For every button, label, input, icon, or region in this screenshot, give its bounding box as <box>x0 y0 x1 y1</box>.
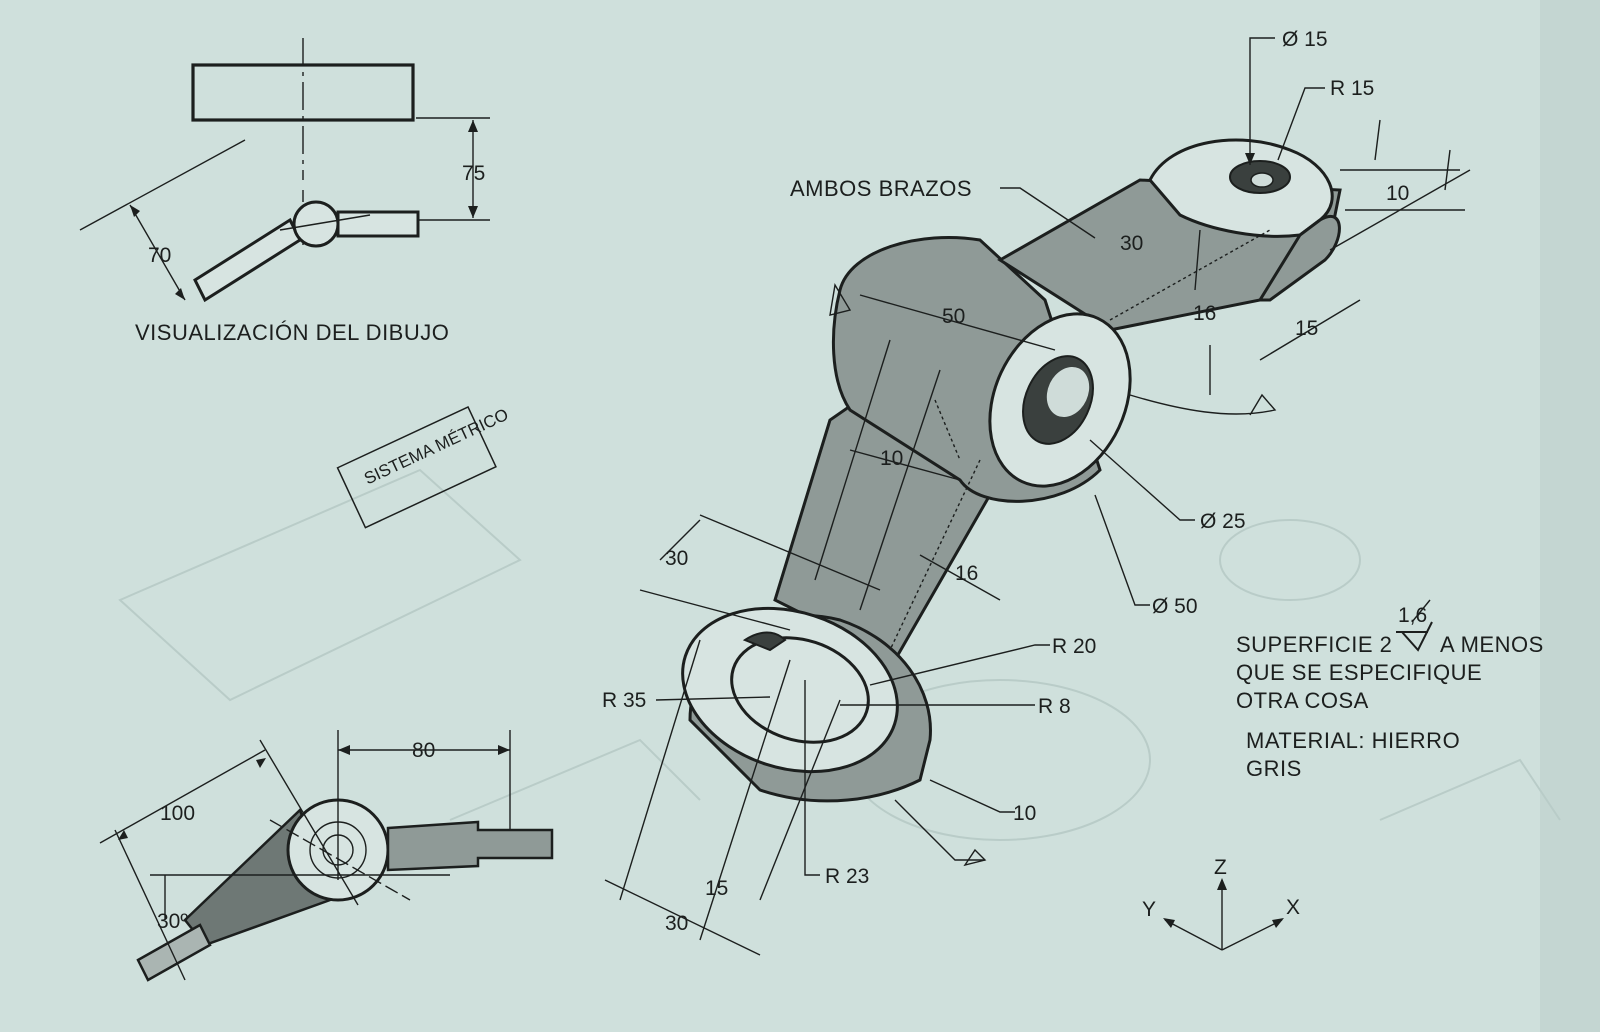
dim-16-top: 16 <box>1193 302 1216 325</box>
main-dimensions: Ø 15 R 15 10 AMBOS BRAZOS 30 16 15 50 10… <box>602 28 1471 956</box>
material-line-2: GRIS <box>1246 756 1302 781</box>
label-r-35: R 35 <box>602 689 646 712</box>
axis-y-label: Y <box>1142 898 1156 921</box>
view-caption: VISUALIZACIÓN DEL DIBUJO <box>135 320 449 345</box>
dim-100: 100 <box>160 802 195 825</box>
note-line-2: QUE SE ESPECIFIQUE <box>1236 660 1482 685</box>
label-dia-15: Ø 15 <box>1282 28 1328 51</box>
dim-10-bottom: 10 <box>1013 802 1036 825</box>
label-r-15: R 15 <box>1330 77 1374 100</box>
metric-stamp: SISTEMA MÉTRICO <box>336 405 511 529</box>
label-ambos-brazos: AMBOS BRAZOS <box>790 176 972 201</box>
bottom-view: 80 100 30º <box>99 730 554 982</box>
dim-75: 75 <box>462 162 485 185</box>
notes: 1,6 SUPERFICIE 2 A MENOS QUE SE ESPECIFI… <box>1236 599 1544 781</box>
note-line-1: SUPERFICIE 2 <box>1236 632 1392 657</box>
dim-50: 50 <box>942 305 965 328</box>
dim-15-right: 15 <box>1295 317 1318 340</box>
axis-x-label: X <box>1286 896 1300 919</box>
top-view: 75 70 VISUALIZACIÓN DEL DIBUJO <box>79 38 490 345</box>
bleed-through <box>118 0 1600 1032</box>
axis-triad: Z Y X <box>1142 856 1300 951</box>
dim-15-bottom: 15 <box>705 877 728 900</box>
dim-16-mid: 16 <box>955 562 978 585</box>
label-r-8: R 8 <box>1038 695 1071 718</box>
note-line-3: OTRA COSA <box>1236 688 1369 713</box>
dim-30-degrees: 30º <box>157 910 188 933</box>
label-r-20: R 20 <box>1052 635 1096 658</box>
label-r-23: R 23 <box>825 865 869 888</box>
dim-10-mid: 10 <box>880 447 903 470</box>
label-dia-25: Ø 25 <box>1200 510 1246 533</box>
axis-z-label: Z <box>1214 856 1227 879</box>
dim-70: 70 <box>148 244 171 267</box>
material-line-1: MATERIAL: HIERRO <box>1246 728 1460 753</box>
label-dia-50: Ø 50 <box>1152 595 1198 618</box>
note-line-1b: A MENOS <box>1440 632 1544 657</box>
dim-80: 80 <box>412 739 435 762</box>
finish-value: 1,6 <box>1398 604 1427 627</box>
isometric-part <box>681 138 1342 803</box>
dim-30-bottom: 30 <box>665 912 688 935</box>
dim-30-top: 30 <box>1120 232 1143 255</box>
dim-30-left: 30 <box>665 547 688 570</box>
dim-10-top: 10 <box>1386 182 1409 205</box>
